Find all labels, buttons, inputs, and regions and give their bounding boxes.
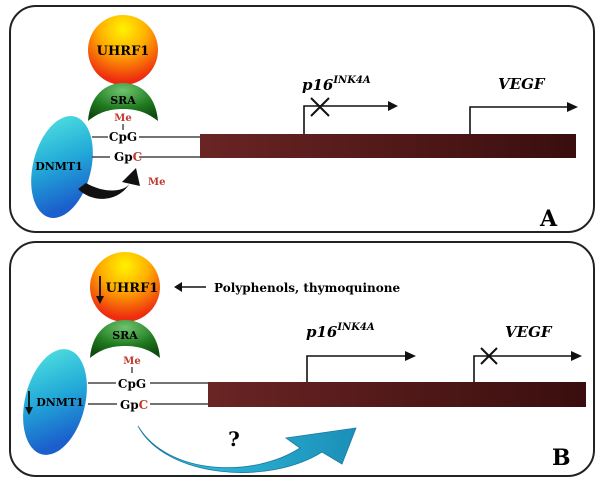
- panel-a-frame: [9, 5, 595, 233]
- vegf-arrowhead: [571, 351, 582, 361]
- vegf-arrowhead: [567, 102, 578, 112]
- methyl-mark-bottom: Me: [148, 177, 165, 188]
- methyl-mark-top: Me: [123, 356, 140, 367]
- gpc-label: GpC: [120, 398, 148, 412]
- inhibitor-arrowhead: [174, 282, 182, 292]
- methyl-mark-top: Me: [114, 113, 131, 124]
- panel-b-letter: B: [552, 445, 571, 471]
- dnmt1-ellipse: [23, 349, 87, 455]
- panel-a-letter: A: [539, 206, 558, 232]
- uhrf1-down-arrowhead: [96, 296, 104, 304]
- p16-promoter-arrow: [303, 105, 396, 134]
- cpg-label: CpG: [118, 377, 146, 391]
- p16-arrowhead: [405, 351, 416, 361]
- vegf-gene-label: VEGF: [505, 323, 553, 341]
- inhibitor-label: Polyphenols, thymoquinone: [214, 281, 400, 295]
- uhrf1-circle: [88, 15, 158, 85]
- p16-gene-label: p16INK4A: [302, 75, 371, 94]
- p16-gene-label: p16INK4A: [306, 322, 375, 341]
- sra-label: SRA: [110, 94, 136, 107]
- methylation-arrow: [78, 183, 130, 199]
- sra-domain: [90, 320, 160, 358]
- uhrf1-circle: [90, 252, 160, 322]
- vegf-gene-label: VEGF: [498, 75, 546, 93]
- question-mark: ?: [228, 427, 240, 451]
- sra-domain: [88, 83, 158, 121]
- dnmt1-label: DNMT1: [35, 160, 83, 173]
- cpg-label: CpG: [109, 130, 137, 144]
- vegf-block-x: [480, 347, 498, 365]
- gpc-label: GpC: [114, 150, 142, 164]
- uhrf1-label: UHRF1: [106, 281, 159, 296]
- dna-bar: [200, 134, 576, 158]
- p16-promoter-arrow: [306, 355, 408, 382]
- sra-label: SRA: [112, 329, 138, 342]
- dna-bar: [208, 382, 586, 407]
- vegf-promoter-arrow: [469, 106, 570, 134]
- blue-curved-arrow: [137, 425, 357, 473]
- vegf-promoter-arrow: [473, 355, 574, 382]
- panel-a: UHRF1 SRA DNMT1 Me CpG GpC Me p16INK4A V…: [9, 5, 595, 233]
- dnmt1-label: DNMT1: [36, 396, 84, 409]
- methylation-arrowhead: [122, 168, 140, 186]
- dnmt1-down-arrowhead: [25, 407, 33, 415]
- p16-arrowhead: [388, 101, 398, 111]
- p16-block-x: [310, 97, 330, 117]
- uhrf1-label: UHRF1: [97, 44, 150, 59]
- panel-b: UHRF1 Polyphenols, thymoquinone SRA DNMT…: [9, 241, 595, 477]
- dnmt1-ellipse: [31, 116, 93, 218]
